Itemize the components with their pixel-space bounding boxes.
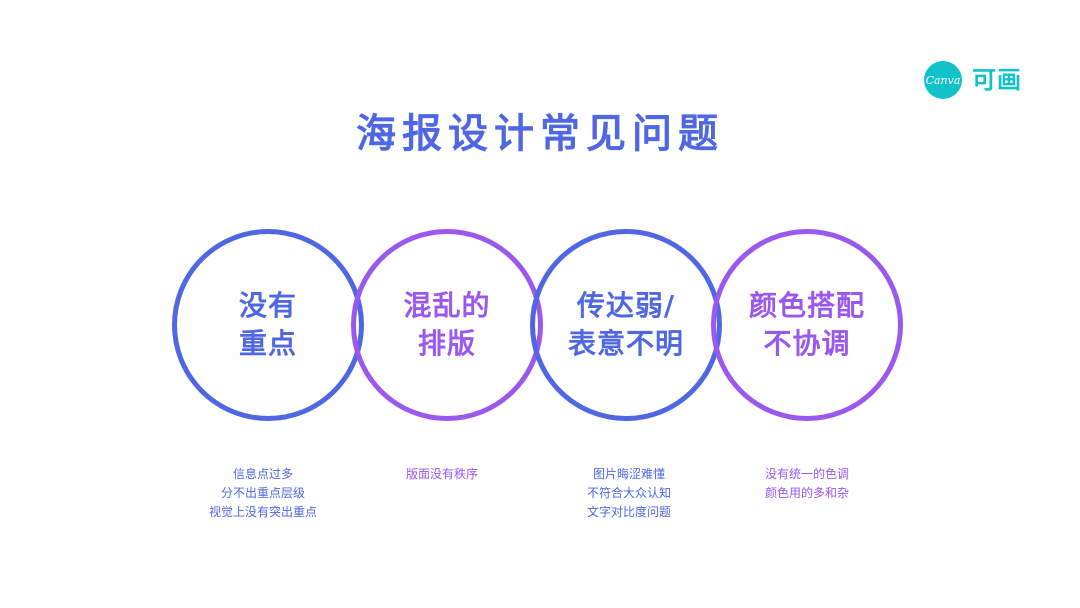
description-line: 不符合大众认知	[586, 486, 671, 500]
problem-description-no-focus: 信息点过多 分不出重点层级 视觉上没有突出重点	[168, 465, 358, 522]
canva-badge-text: Canva	[925, 73, 961, 87]
problem-title-line-1: 没有	[238, 289, 297, 322]
problem-circle-messy-layout: 混乱的 排版	[351, 229, 543, 421]
description-line: 颜色用的多和杂	[764, 486, 849, 500]
problem-title-line-2: 排版	[417, 327, 476, 360]
description-line: 分不出重点层级	[220, 486, 305, 500]
problem-description-color-mismatch: 没有统一的色调 颜色用的多和杂	[712, 465, 902, 503]
brand-logo[interactable]: Canva 可画	[924, 61, 1022, 99]
problem-circle-weak-message: 传达弱/ 表意不明	[530, 229, 722, 421]
canva-badge: Canva	[924, 61, 962, 99]
page-title: 海报设计常见问题	[356, 111, 724, 157]
problem-circle-no-focus: 没有 重点	[172, 229, 364, 421]
description-line: 视觉上没有突出重点	[208, 505, 317, 519]
problem-title-line-2: 不协调	[763, 327, 851, 360]
description-line: 版面没有秩序	[405, 467, 478, 481]
description-line: 没有统一的色调	[764, 467, 849, 481]
problem-title-line-2: 表意不明	[567, 327, 684, 360]
problem-title-line-1: 混乱的	[403, 289, 491, 322]
description-line: 文字对比度问题	[586, 505, 671, 519]
problem-circle-color-mismatch: 颜色搭配 不协调	[711, 229, 903, 421]
description-line: 信息点过多	[232, 467, 293, 481]
problem-title-line-2: 重点	[238, 327, 297, 360]
problem-title-line-1: 颜色搭配	[748, 289, 865, 322]
description-line: 图片晦涩难懂	[592, 467, 665, 481]
problem-title-line-1: 传达弱/	[576, 289, 676, 322]
problem-description-weak-message: 图片晦涩难懂 不符合大众认知 文字对比度问题	[534, 465, 724, 522]
problem-description-messy-layout: 版面没有秩序	[347, 465, 537, 484]
brand-name: 可画	[972, 66, 1022, 94]
